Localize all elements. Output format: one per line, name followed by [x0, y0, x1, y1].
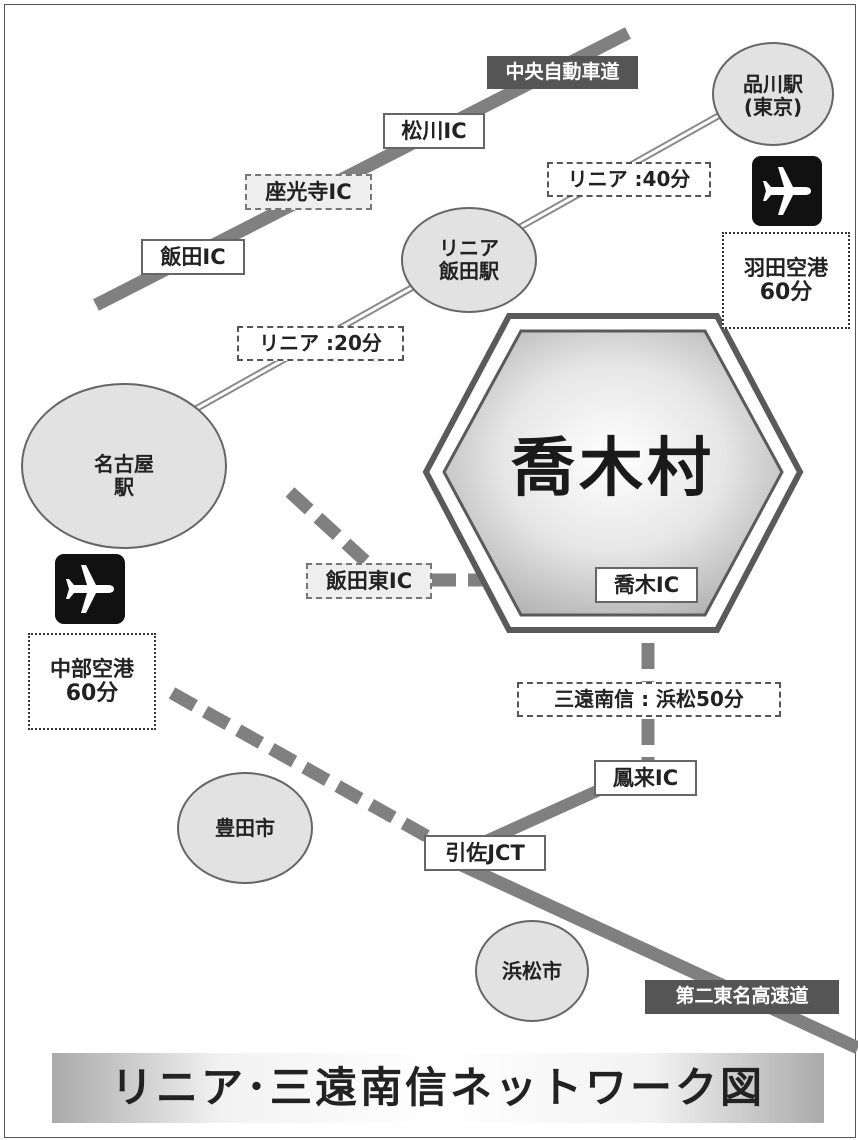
toyota-city-circle — [177, 772, 313, 884]
map-border — [4, 4, 856, 1138]
linear-iida-station-label: リニア 飯田駅 — [420, 230, 518, 290]
hamamatsu-city-label: 浜松市 — [502, 958, 562, 983]
chubu-airport-box: 中部空港 60分 — [28, 633, 156, 730]
chubu-airport-time: 60分 — [65, 680, 119, 706]
nagoya-station-label: 名古屋 駅 — [74, 448, 174, 504]
linear-20min-label: リニア :20分 — [237, 326, 404, 361]
chubu-inasa-dashed-road — [168, 687, 459, 858]
matsukawa-ic-label: 松川IC — [383, 113, 485, 149]
toyota-city-label: 豊田市 — [215, 815, 275, 840]
shinagawa-station-circle — [712, 42, 834, 146]
tomei2-expressway-line — [452, 856, 858, 1054]
iida-ic-label: 飯田IC — [141, 239, 245, 275]
horai-ic-label: 鳳来IC — [594, 760, 697, 796]
village-hexagon-inner — [442, 329, 784, 617]
tomei2-expressway-label: 第二東名高速道 — [645, 980, 839, 1014]
shinagawa-station-line2: (東京) — [743, 95, 803, 119]
map-title: リニア･三遠南信ネットワーク図 — [52, 1053, 824, 1123]
nagoya-station-line2: 駅 — [114, 475, 134, 499]
takagi-ic-label: 喬木IC — [595, 567, 698, 603]
linear-iida-station-line1: リニア — [439, 236, 499, 260]
shinagawa-station-label: 品川駅 (東京) — [723, 68, 823, 124]
haneda-airport-box: 羽田空港 60分 — [722, 232, 850, 329]
airplane-icon — [752, 156, 822, 226]
iida-higashi-dashed-road — [285, 487, 380, 575]
inasa-jct-label: 引佐JCT — [424, 835, 546, 871]
linear-iida-station-circle — [401, 207, 537, 313]
linear-40min-label: リニア :40分 — [547, 162, 711, 197]
nagoya-station-line1: 名古屋 — [94, 452, 154, 476]
shinagawa-station-line1: 品川駅 — [743, 72, 803, 96]
nagoya-station-circle — [21, 383, 227, 549]
airplane-icon — [55, 554, 125, 624]
hamamatsu-city-circle — [475, 920, 589, 1022]
chuo-expressway-label: 中央自動車道 — [487, 56, 638, 89]
haneda-airport-time: 60分 — [759, 279, 813, 305]
chubu-airport-name: 中部空港 — [50, 656, 134, 681]
haneda-airport-name: 羽田空港 — [744, 255, 828, 280]
linear-iida-station-line2: 飯田駅 — [439, 259, 499, 283]
iida-higashi-ic-label: 飯田東IC — [306, 563, 432, 599]
sanen-nanshin-route-label: 三遠南信 : 浜松50分 — [517, 682, 781, 717]
village-name: 喬木村 — [511, 432, 715, 507]
zakoji-ic-label: 座光寺IC — [245, 174, 372, 210]
